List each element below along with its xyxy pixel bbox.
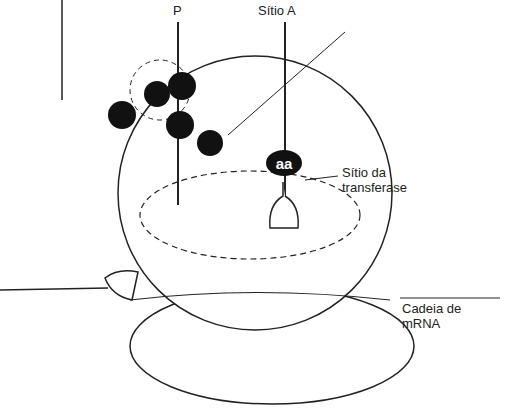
site-letter: P <box>173 4 182 19</box>
site-name: Sítio A <box>258 4 296 19</box>
site-name: Sítio da transferase <box>342 166 452 196</box>
amino-acid-blob: aa <box>266 150 302 176</box>
amino-acid-text: aa <box>276 155 293 172</box>
strand-name: Cadeia de mRNA <box>402 302 492 332</box>
